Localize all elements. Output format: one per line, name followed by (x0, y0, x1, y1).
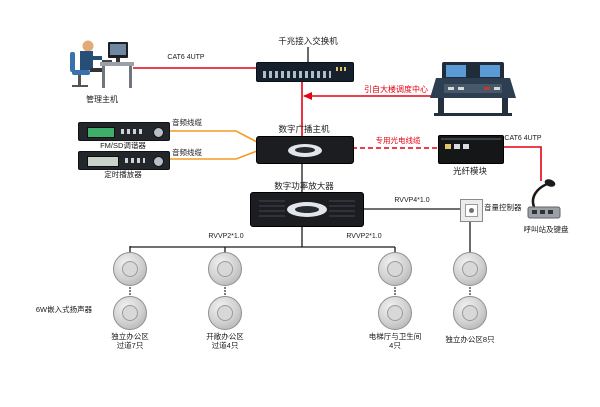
player-knob (153, 156, 164, 167)
broadcast-host-label: 数字广播主机 (278, 124, 330, 134)
cable-label-cat6-right: CAT6 4UTP (504, 135, 542, 142)
speaker-column-2 (208, 252, 242, 330)
fiber-port (445, 144, 451, 149)
zone-label-2: 开敞办公区过道4只 (206, 332, 244, 351)
player-display (87, 156, 119, 167)
fiber-module-label: 光纤模块 (452, 166, 487, 176)
speaker-column-3 (378, 252, 412, 330)
fiber-top-edge (441, 138, 501, 140)
amplifier-label: 数字功率放大器 (274, 181, 334, 191)
switch-label: 千兆接入交换机 (278, 36, 338, 46)
cable-label-rvvp4: RVVP4*1.0 (394, 197, 430, 204)
network-switch-graphic (256, 62, 354, 82)
more-speakers-ellipsis (394, 287, 396, 295)
fiber-module-graphic (438, 135, 504, 164)
ceiling-speaker (113, 296, 147, 330)
amp-display (287, 202, 327, 217)
ceiling-speaker (208, 296, 242, 330)
cable-label-rvvp2-right: RVVP2*1.0 (346, 233, 382, 240)
cable-label-rvvp2-left: RVVP2*1.0 (208, 233, 244, 240)
amp-vents-left (259, 200, 285, 219)
dispatch-console-graphic (430, 62, 516, 116)
call-station-graphic (527, 179, 561, 219)
timed-player-label: 定时播放器 (104, 170, 142, 179)
switch-leds (336, 67, 348, 71)
tuner-buttons (121, 129, 145, 134)
amplifier-graphic (250, 192, 364, 227)
timed-player-graphic (78, 151, 170, 170)
management-host-graphic (70, 40, 134, 88)
dispatch-arrow-icon (303, 92, 312, 100)
ceiling-speaker (378, 296, 412, 330)
broadcast-host-graphic (256, 136, 354, 164)
host-display (288, 143, 322, 157)
speaker-column-1 (113, 252, 147, 330)
cable-label-cat6-top: CAT6 4UTP (167, 54, 205, 61)
volume-controller-label: 音量控制器 (484, 203, 522, 212)
speaker-type-label: 6W嵌入式扬声器 (35, 305, 93, 314)
fm-tuner-graphic (78, 122, 170, 141)
fiber-port (454, 144, 460, 149)
ceiling-speaker (113, 252, 147, 286)
ceiling-speaker (453, 296, 487, 330)
player-buttons (125, 158, 145, 163)
switch-ports (263, 71, 331, 78)
ceiling-speaker (378, 252, 412, 286)
zone-label-1: 独立办公区过道7只 (111, 332, 149, 351)
amp-vents-right (329, 200, 355, 219)
zone-label-4: 独立办公区8只 (445, 335, 495, 344)
volume-controller-graphic (460, 199, 483, 222)
dispatch-note-label: 引自大楼调度中心 (364, 85, 428, 94)
cable-label-audio-1: 音频线缆 (172, 118, 202, 127)
more-speakers-ellipsis (129, 287, 131, 295)
volume-knob (469, 208, 474, 213)
speaker-column-4 (453, 252, 487, 330)
ceiling-speaker (453, 252, 487, 286)
cable-label-optical: 专用光电线缆 (375, 136, 421, 145)
ceiling-speaker (208, 252, 242, 286)
cable-label-audio-2: 音频线缆 (172, 148, 202, 157)
fiber-port (463, 144, 469, 149)
fm-tuner-label: FM/SD调谐器 (100, 141, 146, 150)
tuner-display (87, 127, 115, 138)
more-speakers-ellipsis (469, 287, 471, 295)
more-speakers-ellipsis (224, 287, 226, 295)
call-station-label: 呼叫站及键盘 (523, 225, 569, 234)
management-host-label: 管理主机 (86, 95, 118, 104)
tuner-knob (153, 127, 164, 138)
